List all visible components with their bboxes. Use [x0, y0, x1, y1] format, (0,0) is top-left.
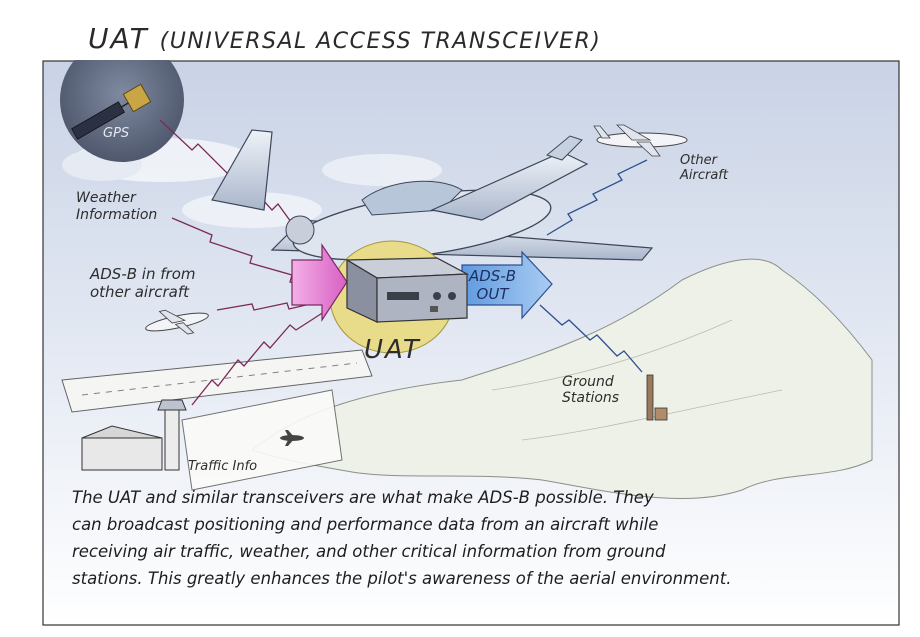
traffic-info-label: Traffic Info: [188, 459, 257, 474]
caption-line-2: can broadcast positioning and performanc…: [72, 511, 862, 538]
weather-label-line1: Weather: [76, 190, 157, 207]
caption: The UAT and similar transceivers are wha…: [72, 484, 862, 592]
other-aircraft-label: Other Aircraft: [680, 153, 728, 183]
uat-device: [347, 258, 467, 322]
other-aircraft-label-line1: Other: [680, 153, 728, 168]
adsb-out-label-line1: ADS-B: [469, 267, 516, 285]
weather-label: Weather Information: [76, 190, 157, 224]
adsb-out-label-line2: OUT: [469, 285, 516, 303]
ground-stations-label: Ground Stations: [562, 374, 619, 406]
title-subtitle: (UNIVERSAL ACCESS TRANSCEIVER): [160, 29, 602, 54]
adsb-out-label: ADS-B OUT: [469, 267, 516, 303]
caption-line-3: receiving air traffic, weather, and othe…: [72, 538, 862, 565]
adsb-in-label: ADS-B in from other aircraft: [90, 265, 195, 301]
ground-stations-label-line2: Stations: [562, 390, 619, 406]
page-title: UAT (UNIVERSAL ACCESS TRANSCEIVER): [88, 22, 601, 55]
gps-label: GPS: [103, 126, 129, 141]
adsb-in-label-line1: ADS-B in from: [90, 265, 195, 283]
caption-line-1: The UAT and similar transceivers are wha…: [72, 484, 862, 511]
adsb-in-label-line2: other aircraft: [90, 283, 195, 301]
ground-stations-label-line1: Ground: [562, 374, 619, 390]
weather-label-line2: Information: [76, 207, 157, 224]
uat-label: UAT: [364, 335, 421, 365]
title-main: UAT: [88, 22, 149, 55]
caption-line-4: stations. This greatly enhances the pilo…: [72, 565, 862, 592]
other-aircraft-label-line2: Aircraft: [680, 168, 728, 183]
